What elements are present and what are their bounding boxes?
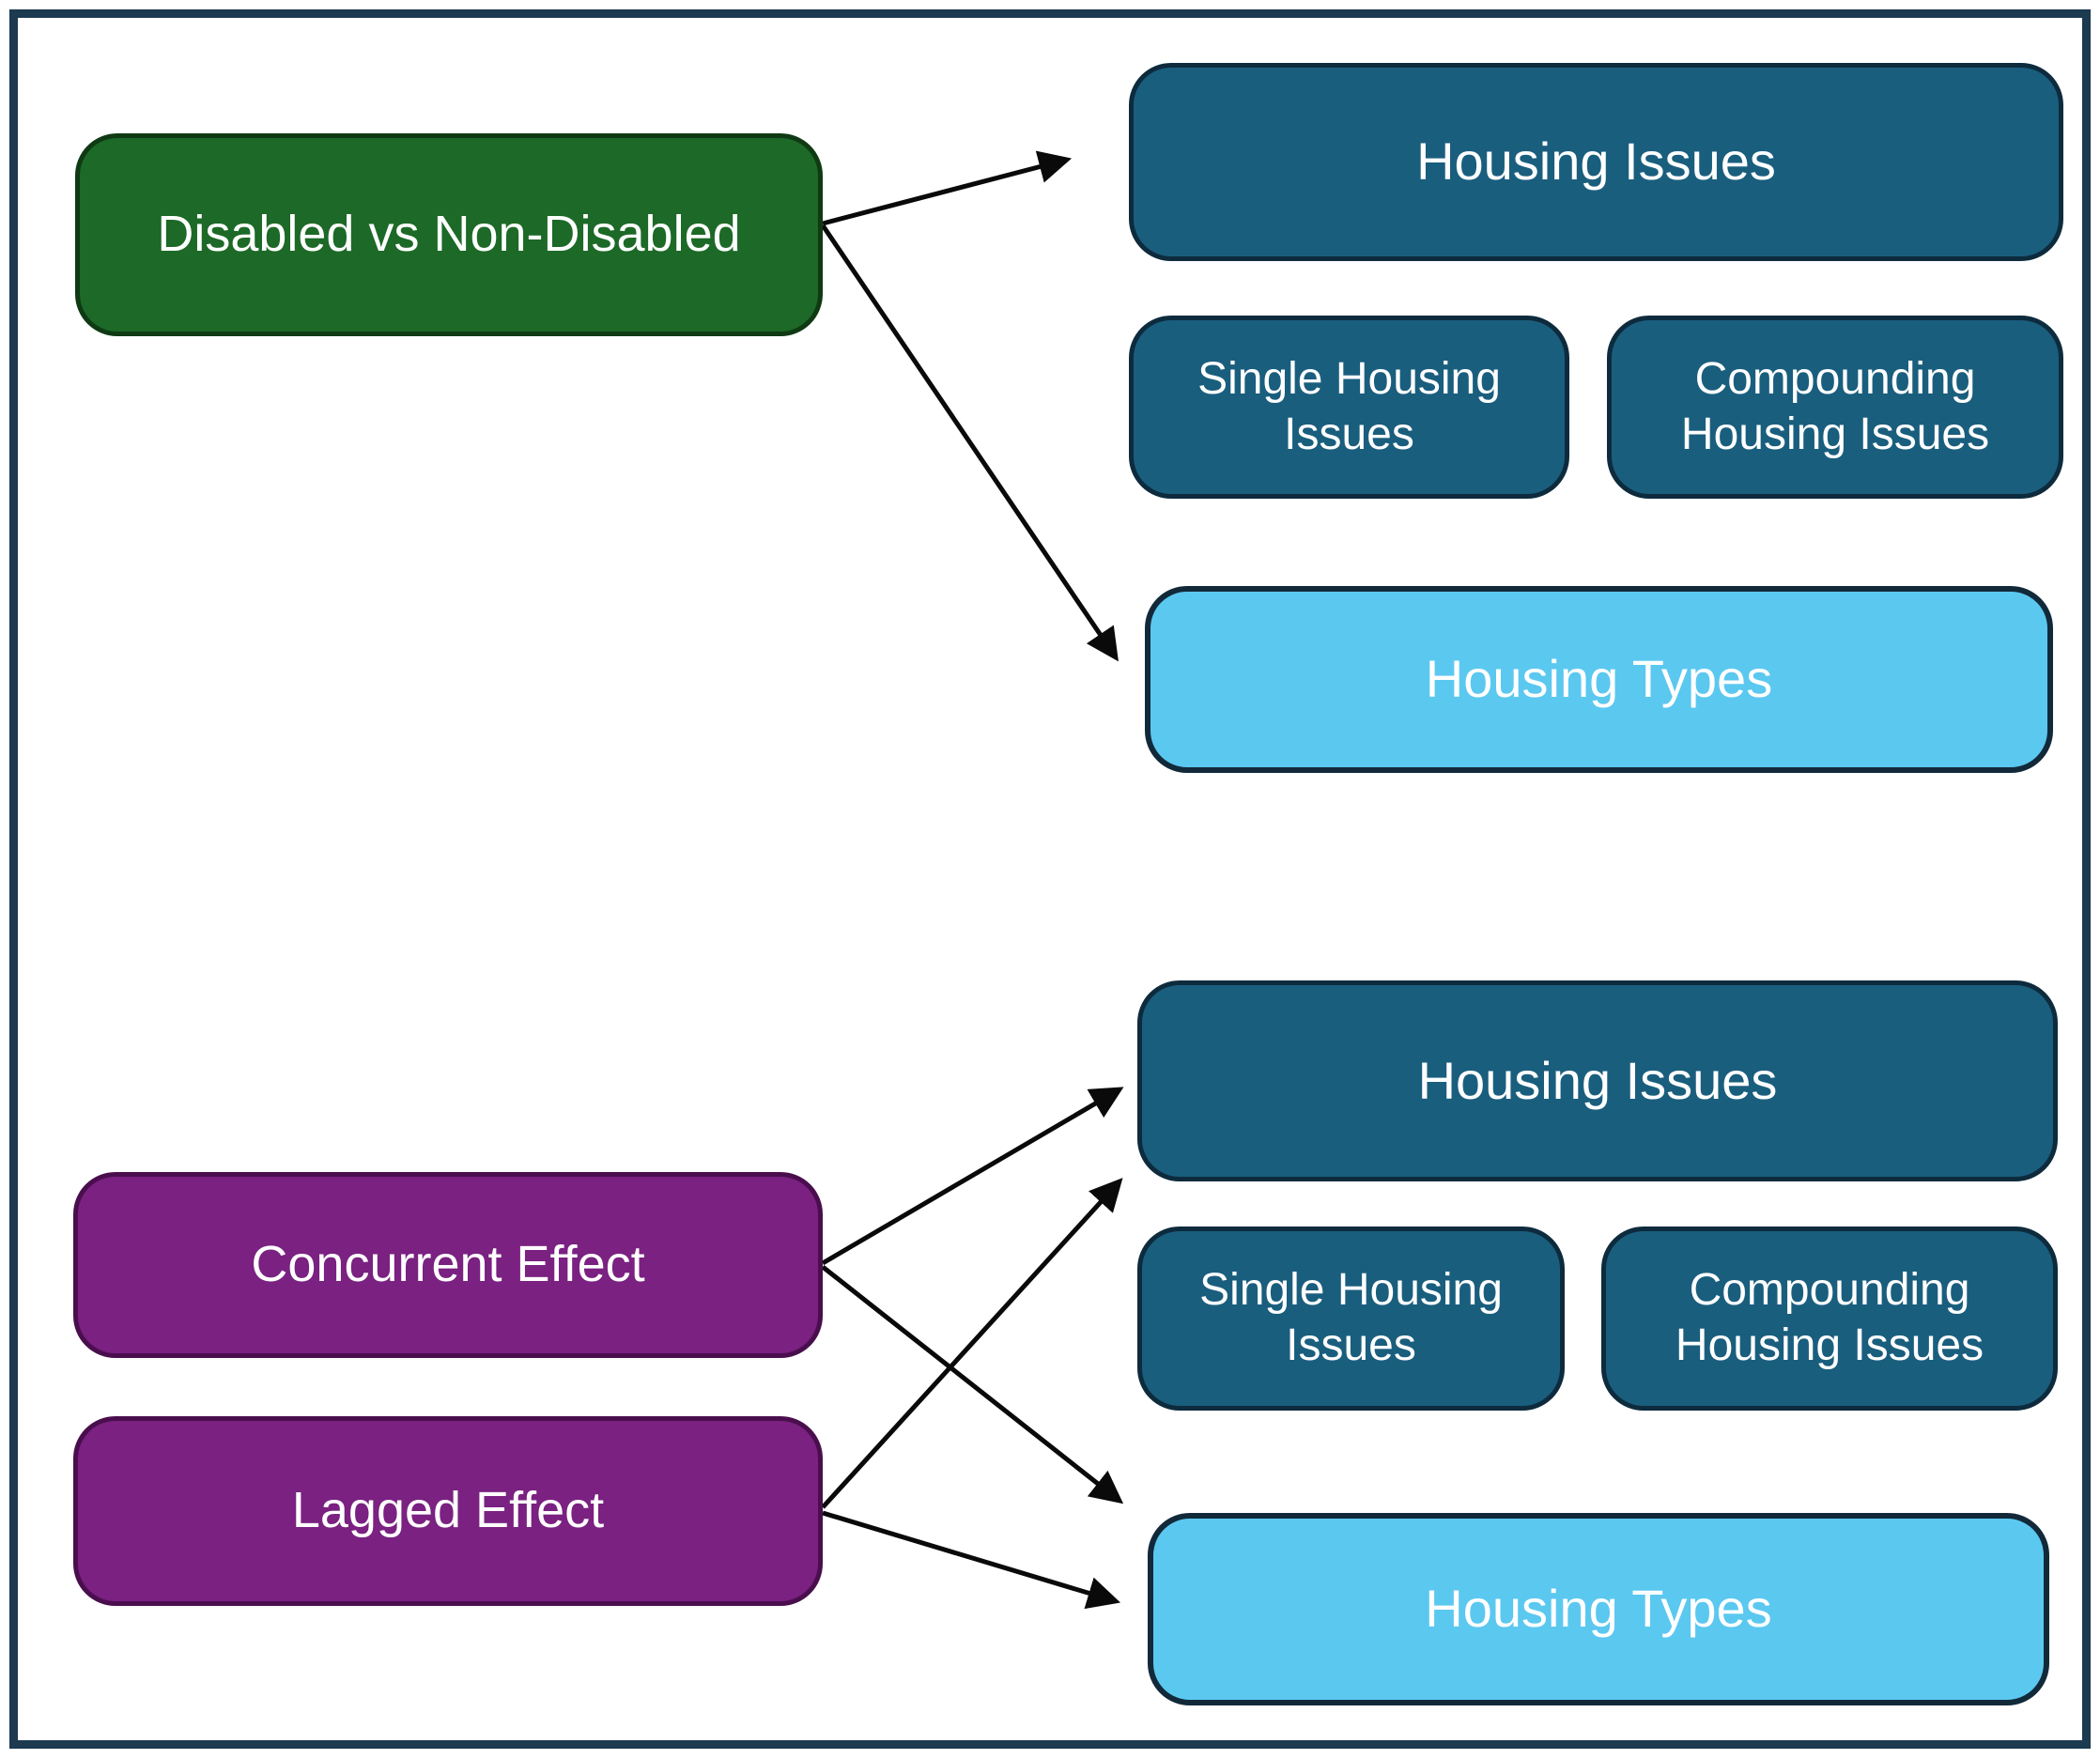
node-disabled-vs-nondisabled: Disabled vs Non-Disabled bbox=[75, 133, 823, 336]
node-label: Single Housing Issues bbox=[1197, 353, 1501, 459]
node-housing-types-bottom: Housing Types bbox=[1148, 1513, 2049, 1705]
node-single-housing-issues-top: Single Housing Issues bbox=[1129, 316, 1569, 499]
node-single-housing-issues-bottom: Single Housing Issues bbox=[1137, 1227, 1565, 1411]
node-label: Compounding Housing Issues bbox=[1680, 353, 1990, 459]
node-label: Concurrent Effect bbox=[251, 1236, 645, 1293]
node-label: Housing Types bbox=[1425, 649, 1773, 709]
outer-frame bbox=[9, 9, 2091, 1749]
node-concurrent-effect: Concurrent Effect bbox=[73, 1172, 823, 1358]
node-label: Housing Types bbox=[1425, 1579, 1772, 1639]
node-compounding-housing-issues-top: Compounding Housing Issues bbox=[1607, 316, 2063, 499]
node-housing-types-top: Housing Types bbox=[1145, 586, 2053, 773]
node-label: Housing Issues bbox=[1416, 131, 1776, 192]
node-label: Lagged Effect bbox=[291, 1482, 605, 1539]
node-label: Housing Issues bbox=[1417, 1050, 1778, 1110]
node-label: Single Housing Issues bbox=[1199, 1265, 1503, 1370]
node-housing-issues-top: Housing Issues bbox=[1129, 63, 2063, 261]
node-lagged-effect: Lagged Effect bbox=[73, 1416, 823, 1606]
node-housing-issues-bottom: Housing Issues bbox=[1137, 980, 2058, 1181]
node-compounding-housing-issues-bottom: Compounding Housing Issues bbox=[1601, 1227, 2058, 1411]
node-label: Compounding Housing Issues bbox=[1675, 1265, 1984, 1370]
node-label: Disabled vs Non-Disabled bbox=[157, 206, 741, 263]
